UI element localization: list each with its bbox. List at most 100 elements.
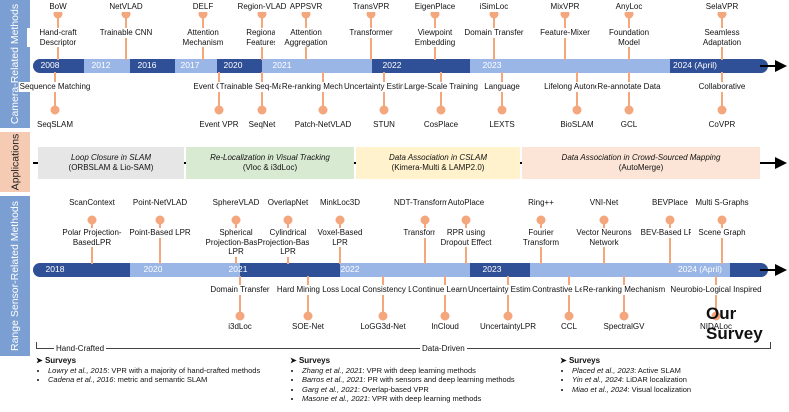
range-year-label: 2023 xyxy=(482,264,502,274)
camera-year-label: 2021 xyxy=(272,60,292,70)
camera-below-method-desc: STUN xyxy=(373,120,395,130)
app-crowd-sourced: Data Association in Crowd-Sourced Mappin… xyxy=(522,147,760,179)
hand-crafted-label: Hand-Crafted xyxy=(54,344,107,353)
range-year-label: 2020 xyxy=(143,264,163,274)
range-above-marker xyxy=(717,215,727,225)
applications-arrow-head xyxy=(775,157,787,169)
camera-above-method-name: APPSVR xyxy=(288,2,324,12)
camera-below-marker xyxy=(572,105,582,115)
camera-below-method-desc: Event VPR xyxy=(199,120,239,130)
camera-arrow-line xyxy=(760,65,776,67)
range-above-method-name: Point-NetVLAD xyxy=(131,198,189,208)
range-below-marker xyxy=(564,311,574,321)
range-above-connector xyxy=(424,220,426,264)
range-above-marker xyxy=(461,215,471,225)
camera-side-band xyxy=(0,0,30,128)
range-above-method-desc: Vector Neurons Network xyxy=(573,228,635,247)
range-below-method-desc: SOE-Net xyxy=(291,322,325,332)
camera-above-method-name: Region-VLAD xyxy=(236,2,288,12)
camera-below-method-desc: CoVPR xyxy=(708,120,736,130)
applications-side-label: Applications xyxy=(9,133,21,191)
range-below-marker xyxy=(235,311,245,321)
range-above-marker xyxy=(536,215,546,225)
range-below-connector xyxy=(444,276,446,316)
camera-above-method-desc: Foundation Model xyxy=(598,28,660,47)
range-above-marker xyxy=(231,215,241,225)
range-below-marker xyxy=(440,311,450,321)
range-below-method-name: Contrastive Learning xyxy=(531,285,607,295)
range-above-marker xyxy=(283,215,293,225)
range-below-method-desc: LoGG3d-Net xyxy=(360,322,406,332)
app-loop-closure: Loop Closure in SLAM(ORBSLAM & Lio-SAM) xyxy=(38,147,184,179)
camera-below-method-desc: Patch-NetVLAD xyxy=(294,120,352,130)
camera-above-marker xyxy=(717,9,727,19)
survey-arrow-icon: ➤ xyxy=(290,356,299,365)
surveys-block-1: ➤ Surveys Lowry et al., 2015: VPR with a… xyxy=(36,356,266,385)
range-above-method-desc: Fourier Transform xyxy=(510,228,572,247)
camera-above-method-name: SelaVPR xyxy=(704,2,740,12)
camera-above-method-desc: Attention Aggregation xyxy=(275,28,337,47)
camera-above-marker xyxy=(366,9,376,19)
camera-below-marker xyxy=(717,105,727,115)
range-era-2022 xyxy=(340,263,470,277)
range-side-band xyxy=(0,196,30,356)
camera-below-marker xyxy=(497,105,507,115)
range-above-method-desc: Point-Based LPR xyxy=(129,228,191,238)
range-above-marker xyxy=(599,215,609,225)
camera-above-method-desc: Domain Transfer xyxy=(463,28,525,38)
camera-below-method-name: Collaborative xyxy=(697,82,747,92)
camera-above-method-desc: Trainable CNN xyxy=(95,28,157,38)
camera-era-2021 xyxy=(262,59,372,73)
camera-above-marker xyxy=(489,9,499,19)
camera-below-method-name: Sequence Matching xyxy=(18,82,92,92)
camera-below-method-desc: CosPlace xyxy=(423,120,459,130)
camera-year-label: 2017 xyxy=(180,60,200,70)
camera-year-label: 2024 (April) xyxy=(673,60,717,70)
range-below-method-desc: NIDALoc xyxy=(699,322,733,332)
range-below-method-name: Continue Learning xyxy=(411,285,479,295)
survey-arrow-icon: ➤ xyxy=(560,356,569,365)
range-above-method-name: ScanContext xyxy=(68,198,116,208)
camera-above-method-name: MixVPR xyxy=(549,2,581,12)
range-above-method-name: AutoPlace xyxy=(446,198,486,208)
camera-above-method-desc: Feature-Mixer xyxy=(534,28,596,38)
camera-below-marker xyxy=(318,105,328,115)
camera-below-method-name: Uncertainty Estimation xyxy=(342,82,426,92)
camera-year-label: 2012 xyxy=(91,60,111,70)
camera-above-method-name: TransVPR xyxy=(351,2,391,12)
range-below-marker xyxy=(503,311,513,321)
camera-side-label: Camera-Related Methods xyxy=(9,3,22,125)
range-year-label: 2021 xyxy=(228,264,248,274)
range-arrow-line xyxy=(760,269,776,271)
range-era-2020 xyxy=(130,263,240,277)
camera-below-method-desc: BioSLAM xyxy=(560,120,594,130)
range-below-method-desc: SpectralGV xyxy=(603,322,645,332)
camera-year-label: 2016 xyxy=(137,60,157,70)
range-above-method-name: Ring++ xyxy=(527,198,555,208)
range-above-method-name: VNI-Net xyxy=(588,198,620,208)
range-below-method-desc: InCloud xyxy=(431,322,459,332)
camera-below-marker xyxy=(379,105,389,115)
camera-above-marker xyxy=(257,9,267,19)
camera-year-label: 2023 xyxy=(482,60,502,70)
camera-above-marker xyxy=(301,9,311,19)
range-above-method-desc: Cylindrical Projection-Based LPR xyxy=(257,228,319,257)
range-below-method-name: Neurobio-Logical Inspired xyxy=(669,285,763,295)
camera-era-2012 xyxy=(84,59,130,73)
camera-above-method-name: NetVLAD xyxy=(108,2,144,12)
range-below-connector xyxy=(715,276,717,316)
range-above-method-desc: Scene Graph xyxy=(691,228,753,238)
camera-above-marker xyxy=(121,9,131,19)
range-below-method-name: Hard Mining Loss xyxy=(275,285,341,295)
range-above-method-desc: Transformer xyxy=(394,228,456,238)
camera-above-method-name: AnyLoc xyxy=(614,2,644,12)
camera-above-method-desc: Hand-craft Descriptor xyxy=(27,28,89,47)
range-above-connector xyxy=(159,220,161,264)
range-below-method-desc: CCL xyxy=(560,322,578,332)
range-above-method-name: Multi S-Graphs xyxy=(694,198,750,208)
range-below-method-name: Domain Transfer xyxy=(209,285,271,295)
range-below-method-desc: UncertaintyLPR xyxy=(479,322,537,332)
surveys-block-2: ➤ Surveys Zhang et al., 2021: VPR with d… xyxy=(290,356,550,404)
range-side-label: Range Sensor-Related Methods xyxy=(9,200,22,352)
range-above-marker xyxy=(335,215,345,225)
